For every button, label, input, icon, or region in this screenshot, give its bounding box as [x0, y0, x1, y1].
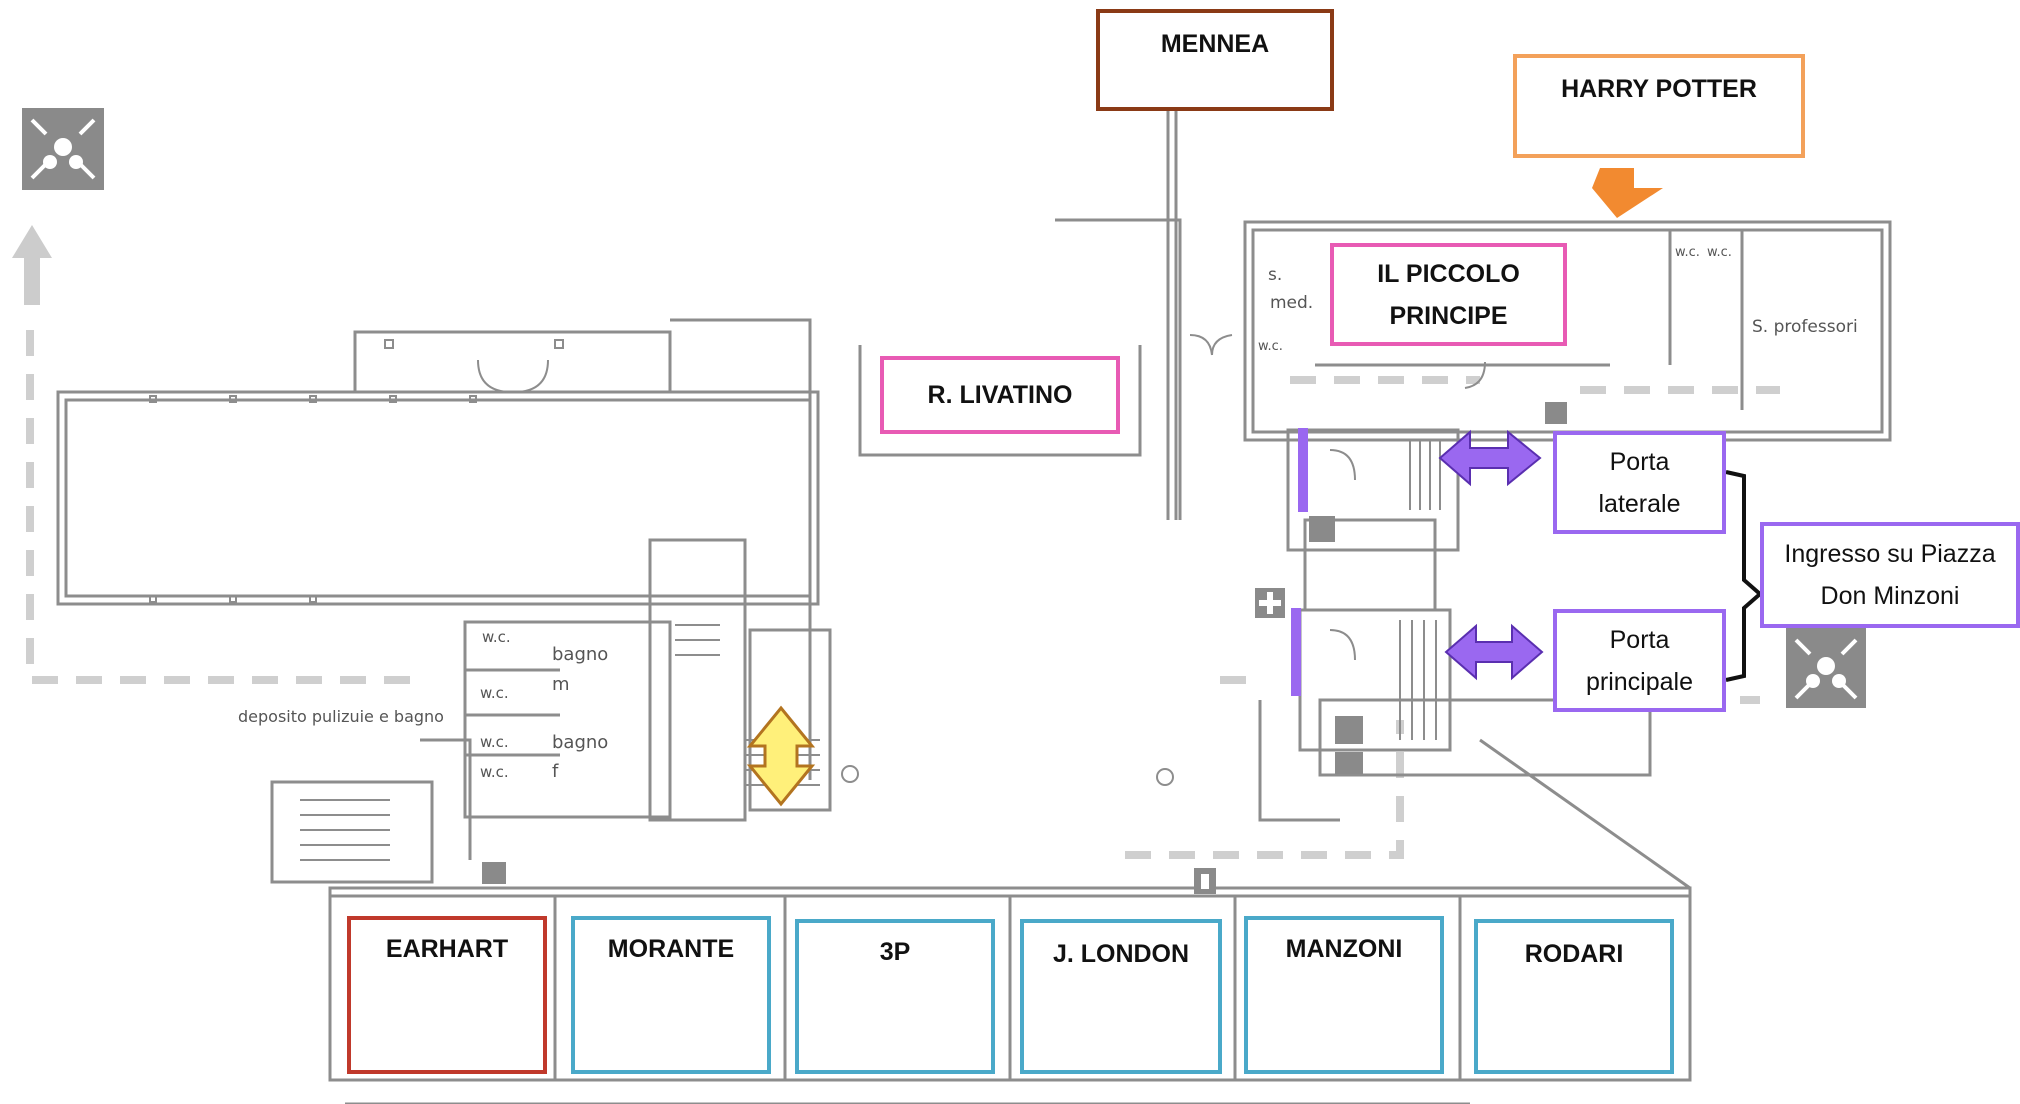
- room-j-london-label: J. LONDON: [1052, 940, 1190, 968]
- label-bagno: bagno: [552, 732, 608, 753]
- main-door-line1: Porta: [1609, 625, 1670, 654]
- walls: [56, 110, 1892, 1104]
- door-double-arrow-icon: [1444, 623, 1544, 681]
- door-double-arrow-icon: [1438, 429, 1542, 487]
- label-wc: w.c.: [1258, 339, 1283, 354]
- room-3p[interactable]: 3P: [795, 919, 995, 1074]
- room-harry-potter-label: HARRY POTTER: [1561, 75, 1757, 103]
- label-f: f: [552, 761, 559, 782]
- room-earhart[interactable]: EARHART: [347, 916, 547, 1074]
- down-arrow-icon: [1592, 168, 1663, 218]
- room-morante[interactable]: MORANTE: [571, 916, 771, 1074]
- room-manzoni-label: MANZONI: [1285, 935, 1403, 963]
- room-morante-label: MORANTE: [607, 935, 735, 963]
- main-door-line2: principale: [1585, 667, 1693, 696]
- assembly-point-icon: [22, 108, 104, 190]
- label-med: med.: [1270, 293, 1313, 313]
- room-mennea-label: MENNEA: [1160, 30, 1270, 58]
- room-rodari-label: RODARI: [1524, 940, 1624, 968]
- entrance-piazza-line2: Don Minzoni: [1820, 582, 1960, 610]
- up-arrow-icon: [12, 225, 52, 305]
- door-swings: [477, 334, 1486, 661]
- label-wc: w.c.: [480, 733, 509, 751]
- side-door-box[interactable]: Porta laterale: [1553, 431, 1726, 534]
- room-il-piccolo-principe-line2: PRINCIPE: [1389, 302, 1508, 330]
- label-s: s.: [1268, 265, 1282, 285]
- fire-extinguisher-icon: [1335, 716, 1363, 774]
- label-wc: w.c.: [1707, 245, 1732, 260]
- label-wc: w.c.: [482, 628, 511, 646]
- room-manzoni[interactable]: MANZONI: [1244, 916, 1444, 1074]
- fire-extinguisher-icon: [482, 402, 1567, 884]
- entrance-piazza-line1: Ingresso su Piazza: [1784, 540, 1996, 568]
- assembly-point-icon: [1786, 628, 1866, 708]
- side-door-marker: [1298, 428, 1308, 512]
- room-3p-label: 3P: [879, 938, 911, 966]
- label-wc: w.c.: [480, 763, 509, 781]
- side-door-line1: Porta: [1609, 447, 1670, 476]
- label-wc: w.c.: [480, 684, 509, 702]
- columns: [149, 339, 1174, 786]
- evacuation-path: [26, 330, 1780, 859]
- room-rodari[interactable]: RODARI: [1474, 919, 1674, 1074]
- main-door-marker: [1291, 608, 1301, 696]
- first-aid-icon: [1255, 588, 1285, 618]
- stairs-double-arrow-icon: [746, 705, 816, 807]
- room-harry-potter[interactable]: HARRY POTTER: [1513, 54, 1805, 158]
- room-livatino-label: R. LIVATINO: [927, 381, 1073, 409]
- plan-labels: s. med. w.c. w.c. w.c. S. professori w.c…: [238, 245, 1858, 782]
- entrance-piazza-box[interactable]: Ingresso su Piazza Don Minzoni: [1760, 522, 2020, 628]
- label-deposito: deposito pulizuie e bagno: [238, 707, 444, 726]
- room-mennea[interactable]: MENNEA: [1096, 9, 1334, 111]
- entrance-bracket: [1725, 470, 1764, 682]
- room-livatino[interactable]: R. LIVATINO: [880, 356, 1120, 434]
- room-il-piccolo-principe[interactable]: IL PICCOLO PRINCIPE: [1330, 243, 1567, 346]
- room-earhart-label: EARHART: [385, 935, 509, 963]
- label-wc: w.c.: [1675, 245, 1700, 260]
- room-il-piccolo-principe-line1: IL PICCOLO: [1377, 260, 1520, 288]
- main-door-box[interactable]: Porta principale: [1553, 609, 1726, 712]
- label-s-professori: S. professori: [1752, 317, 1858, 337]
- label-bagno: bagno: [552, 644, 608, 665]
- room-j-london[interactable]: J. LONDON: [1020, 919, 1222, 1074]
- side-door-line2: laterale: [1598, 489, 1681, 518]
- fire-extinguisher-icon: [1194, 868, 1216, 894]
- label-m: m: [552, 674, 570, 695]
